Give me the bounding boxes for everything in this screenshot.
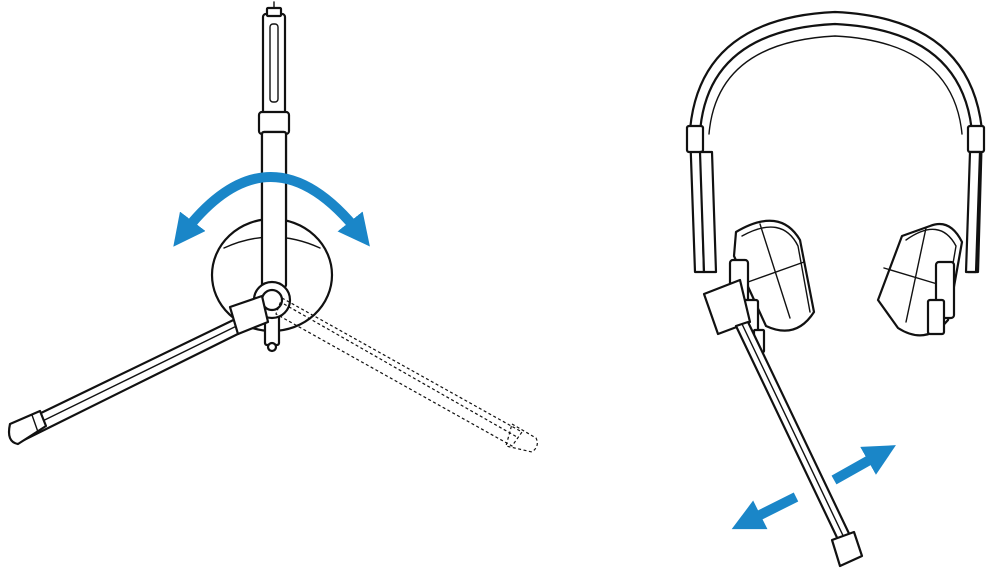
boom-arm <box>7 294 270 446</box>
right-headset <box>685 10 986 568</box>
curved-double-arrow-icon <box>173 172 370 247</box>
arrow-up-right-icon <box>831 445 896 485</box>
stereo-headband <box>685 10 986 274</box>
boom-alternate-position <box>275 297 538 453</box>
left-headset <box>7 1 538 453</box>
right-ear-cup <box>876 222 964 337</box>
stereo-boom-arm <box>702 278 864 568</box>
arrow-down-left-icon <box>731 492 799 530</box>
